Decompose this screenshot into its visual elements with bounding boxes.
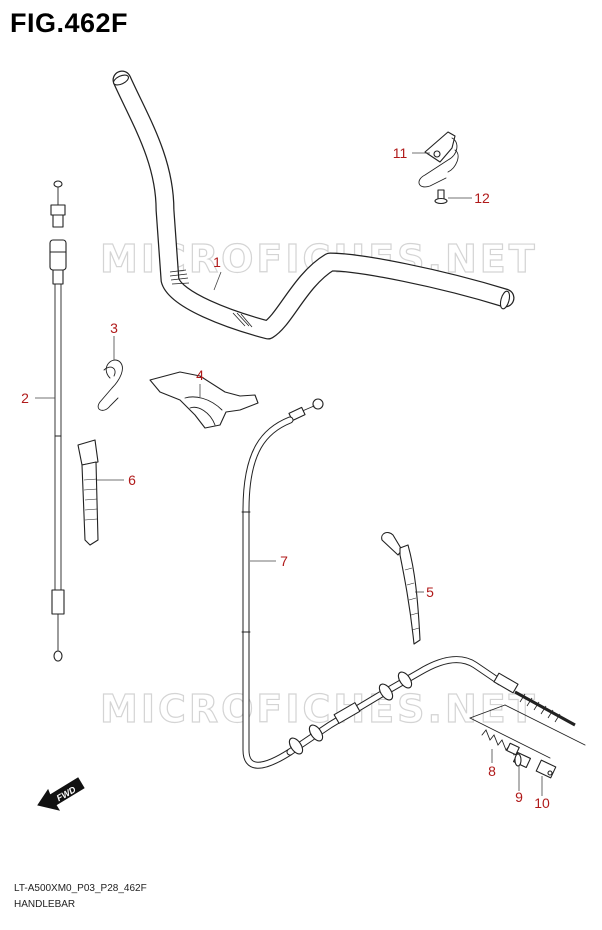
strap-part-6[interactable] (77, 439, 99, 546)
bolt-part-12[interactable] (434, 189, 448, 205)
cable-tie-part-5[interactable] (381, 531, 421, 645)
callout-3: 3 (110, 320, 118, 336)
callout-10: 10 (534, 795, 550, 811)
leader-lines (35, 152, 543, 796)
cable-part-7[interactable] (241, 398, 586, 769)
callout-7: 7 (280, 553, 288, 569)
fwd-arrow-icon: FWD (37, 777, 85, 811)
joint-part-9[interactable] (512, 751, 532, 769)
adjuster-part-10[interactable] (535, 759, 557, 779)
callout-9: 9 (515, 789, 523, 805)
callout-5: 5 (426, 584, 434, 600)
figure-title: FIG.462F (10, 8, 129, 38)
callout-11: 11 (393, 145, 408, 161)
callout-8: 8 (488, 763, 496, 779)
cable-part-2[interactable] (49, 180, 67, 662)
watermark-bottom: MICROFICHES.NET (100, 687, 538, 731)
footer-code: LT-A500XM0_P03_P28_462F (14, 883, 147, 894)
callout-2: 2 (21, 390, 29, 406)
callout-1: 1 (213, 254, 221, 270)
spring-part-8[interactable] (481, 729, 520, 756)
footer-section: HANDLEBAR (14, 899, 76, 910)
clip-part-3[interactable] (97, 359, 123, 411)
callout-12: 12 (474, 190, 490, 206)
bracket-part-11[interactable] (418, 131, 459, 188)
handlebar-part-1[interactable] (112, 70, 515, 340)
callout-4: 4 (196, 367, 204, 383)
holder-part-4[interactable] (149, 371, 259, 429)
callout-6: 6 (128, 472, 136, 488)
